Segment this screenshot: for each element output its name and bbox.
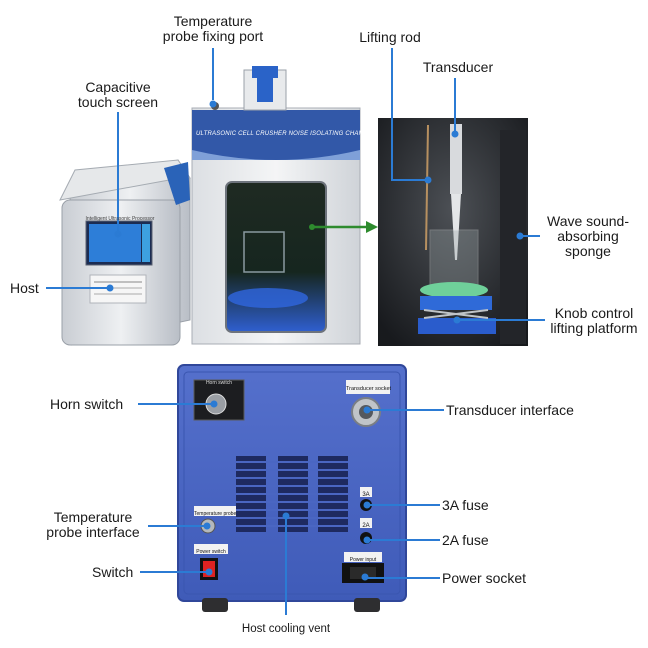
- callout-lines: [46, 48, 545, 615]
- label-sponge-line2: absorbing: [557, 228, 619, 244]
- panel-3a-text: 3A: [362, 492, 370, 498]
- panel-transducer-socket-text: Transducer socket: [346, 386, 392, 392]
- chamber-interior-photo: [378, 118, 528, 346]
- label-temp-probe-port: Temperature probe fixing port: [150, 14, 276, 44]
- label-sponge-line1: Wave sound-: [547, 213, 629, 229]
- label-sponge: Wave sound- absorbing sponge: [534, 214, 642, 259]
- host-panel-title: Intelligent Ultrasonic Processor: [85, 216, 155, 222]
- label-switch: Switch: [92, 564, 134, 580]
- panel-horn-switch-text: Horn switch: [205, 380, 233, 386]
- panel-2a-text: 2A: [362, 523, 370, 529]
- label-touch-screen-line1: Capacitive: [85, 79, 151, 95]
- arrow-right-icon: [309, 221, 378, 233]
- host-unit: [59, 159, 191, 346]
- label-3a-fuse: 3A fuse: [442, 497, 489, 513]
- label-horn-switch: Horn switch: [50, 396, 124, 412]
- label-lifting-rod: Lifting rod: [359, 29, 421, 45]
- panel-power-input-text: Power input: [349, 557, 377, 563]
- label-cooling-vent: Host cooling vent: [241, 623, 331, 635]
- label-temp-probe-interface-line1: Temperature: [53, 509, 133, 525]
- label-touch-screen: Capacitive touch screen: [62, 80, 174, 110]
- label-sponge-line3: sponge: [565, 243, 611, 259]
- label-transducer-interface: Transducer interface: [446, 402, 574, 418]
- panel-power-switch-text: Power switch: [196, 549, 226, 555]
- label-knob-platform-line2: lifting platform: [550, 320, 638, 336]
- label-transducer: Transducer: [422, 59, 494, 75]
- label-power-socket: Power socket: [442, 570, 527, 586]
- chamber-banner-text: ULTRASONIC CELL CRUSHER NOISE ISOLATING …: [196, 131, 377, 137]
- label-temp-probe-port-line2: probe fixing port: [162, 28, 264, 44]
- label-knob-platform: Knob control lifting platform: [544, 306, 644, 336]
- label-touch-screen-line2: touch screen: [77, 94, 159, 110]
- label-2a-fuse: 2A fuse: [442, 532, 489, 548]
- label-knob-platform-line1: Knob control: [554, 305, 634, 321]
- label-temp-probe-port-line1: Temperature: [173, 13, 253, 29]
- rear-panel: [177, 364, 407, 612]
- isolation-chamber: [191, 66, 361, 345]
- label-temp-probe-interface-line2: probe interface: [46, 524, 140, 540]
- panel-temp-probe-text: Temperature probe: [194, 511, 237, 517]
- label-host: Host: [10, 280, 39, 296]
- label-temp-probe-interface: Temperature probe interface: [36, 510, 150, 540]
